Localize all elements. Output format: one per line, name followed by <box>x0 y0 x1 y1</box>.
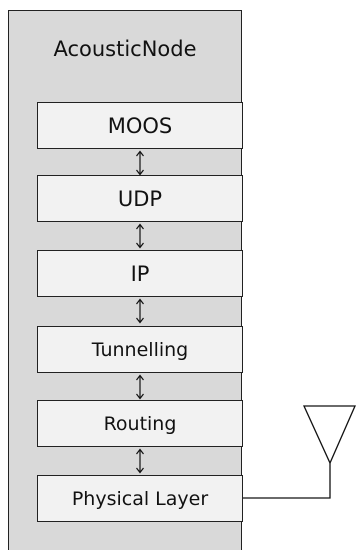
link-arrow-icon <box>136 448 144 474</box>
link-arrow-icon <box>136 223 144 249</box>
layer-routing: Routing <box>37 400 243 447</box>
link-arrow-icon <box>136 298 144 324</box>
link-arrow-icon <box>136 374 144 400</box>
link-arrow-icon <box>136 150 144 176</box>
layer-tunnelling: Tunnelling <box>37 326 243 373</box>
layer-udp: UDP <box>37 175 243 222</box>
layer-ip: IP <box>37 250 243 297</box>
layer-physical: Physical Layer <box>37 475 243 522</box>
node-title: AcousticNode <box>53 37 197 61</box>
layer-moos: MOOS <box>37 102 243 149</box>
